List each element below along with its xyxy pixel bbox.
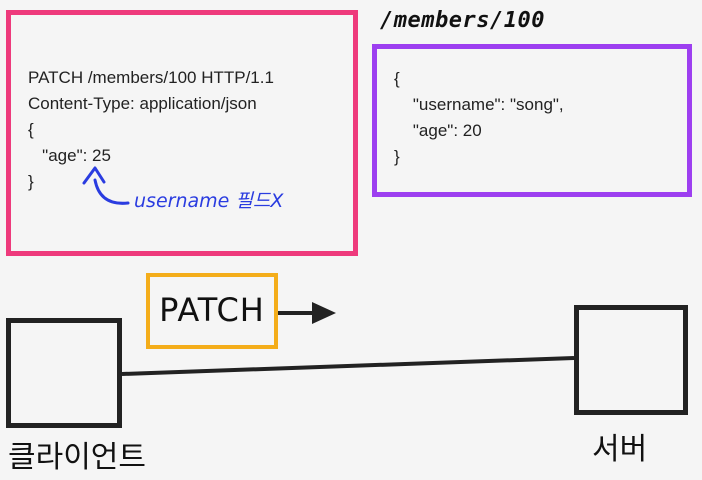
server-resource-box: { "username": "song", "age": 20 }	[372, 44, 692, 197]
server-label: 서버	[592, 432, 648, 467]
server-node	[574, 305, 688, 415]
request-message-code: PATCH /members/100 HTTP/1.1 Content-Type…	[28, 68, 274, 191]
http-method-box: PATCH	[146, 273, 278, 349]
client-label: 클라이언트	[8, 440, 146, 475]
server-resource-code: { "username": "song", "age": 20 }	[394, 69, 564, 166]
resource-path-label: /members/100	[380, 8, 545, 33]
client-node	[6, 318, 122, 428]
http-method-label: PATCH	[159, 291, 265, 329]
missing-username-note: username 필드X	[134, 190, 284, 212]
note-pointer-arrow	[82, 166, 130, 205]
request-arrow	[277, 302, 336, 324]
request-message-box: PATCH /members/100 HTTP/1.1 Content-Type…	[6, 10, 358, 256]
client-server-link	[121, 356, 575, 376]
